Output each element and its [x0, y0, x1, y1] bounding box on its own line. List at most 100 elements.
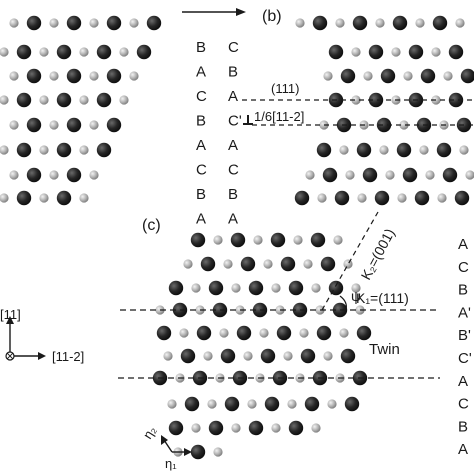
stacking-letter-right: C [228, 162, 239, 179]
light-atom [49, 120, 59, 130]
light-atom [213, 235, 223, 245]
panel-c-label: (c) [142, 217, 161, 234]
dark-atom [56, 142, 72, 158]
light-atom [351, 283, 361, 293]
stacking-letter-right: C' [228, 113, 242, 130]
stacking-letter-left: B [196, 186, 206, 203]
light-atom [247, 399, 257, 409]
plane-111-label: (111) [271, 81, 299, 96]
stacking-letter-twin: A [458, 236, 468, 253]
dislocation-label: 1/6[11-2] [254, 109, 304, 124]
stacking-letter-left: B [196, 113, 206, 130]
stacking-letter-right: A [228, 211, 238, 228]
light-atom [311, 423, 321, 433]
light-atom [287, 399, 297, 409]
light-atom [295, 18, 305, 28]
dark-atom [316, 325, 332, 341]
eta2-arrow [163, 439, 173, 453]
dark-atom [56, 44, 72, 60]
light-atom [129, 18, 139, 28]
dark-atom [316, 142, 332, 158]
stacking-letter-right: B [228, 186, 238, 203]
dark-atom [66, 15, 82, 31]
k2-label: K₂=(001) [358, 226, 398, 283]
dark-atom [26, 68, 42, 84]
dark-atom [374, 190, 390, 206]
light-atom [351, 47, 361, 57]
dark-atom [96, 92, 112, 108]
eta1-arrow-head [184, 448, 192, 456]
light-atom [415, 18, 425, 28]
dark-atom [230, 232, 246, 248]
dark-atom [376, 117, 392, 133]
light-atom [333, 235, 343, 245]
stacking-letter-twin: C [458, 259, 469, 276]
dark-atom [436, 142, 452, 158]
dark-atom [196, 325, 212, 341]
dark-atom [304, 396, 320, 412]
dark-atom [96, 44, 112, 60]
dark-atom [184, 396, 200, 412]
dark-atom [310, 232, 326, 248]
light-atom [39, 145, 49, 155]
light-atom [403, 71, 413, 81]
atom-lattice [0, 15, 474, 460]
out-of-plane-axis-icon [5, 351, 15, 361]
dark-atom [322, 167, 338, 183]
dark-atom [240, 256, 256, 272]
dark-atom [368, 44, 384, 60]
psi-angle-arc [339, 295, 347, 311]
light-atom [293, 235, 303, 245]
light-atom [79, 193, 89, 203]
dark-atom [408, 44, 424, 60]
light-atom [0, 193, 9, 203]
light-atom [455, 18, 465, 28]
dark-atom [264, 396, 280, 412]
dark-atom [248, 280, 264, 296]
stacking-letter-right: B [228, 64, 238, 81]
dark-atom [362, 167, 378, 183]
dark-atom [320, 256, 336, 272]
stacking-letter-twin: A [458, 441, 468, 458]
light-atom [305, 170, 315, 180]
light-atom [259, 328, 269, 338]
vertical-axis-head [6, 316, 14, 324]
dark-atom [432, 15, 448, 31]
light-atom [9, 120, 19, 130]
dark-atom [190, 444, 206, 460]
light-atom [339, 328, 349, 338]
light-atom [327, 399, 337, 409]
light-atom [343, 259, 353, 269]
light-atom [223, 259, 233, 269]
dark-atom [208, 280, 224, 296]
dark-atom [260, 348, 276, 364]
dark-atom [56, 190, 72, 206]
dark-atom [340, 68, 356, 84]
dark-atom [288, 420, 304, 436]
light-atom [399, 120, 409, 130]
light-atom [0, 47, 9, 57]
light-atom [385, 170, 395, 180]
light-atom [49, 170, 59, 180]
dark-atom [448, 92, 464, 108]
light-atom [9, 170, 19, 180]
dark-atom [106, 68, 122, 84]
twin-label: Twin [369, 341, 400, 358]
dark-atom [460, 68, 474, 84]
light-atom [339, 145, 349, 155]
dark-atom [16, 92, 32, 108]
dark-atom [66, 68, 82, 84]
dark-atom [448, 44, 464, 60]
dark-atom [328, 44, 344, 60]
light-atom [271, 283, 281, 293]
light-atom [379, 145, 389, 155]
light-atom [119, 95, 129, 105]
dark-atom [344, 396, 360, 412]
dark-atom [106, 117, 122, 133]
dark-atom [328, 280, 344, 296]
light-atom [253, 235, 263, 245]
dark-atom [26, 167, 42, 183]
stacking-letter-left: A [196, 211, 206, 228]
